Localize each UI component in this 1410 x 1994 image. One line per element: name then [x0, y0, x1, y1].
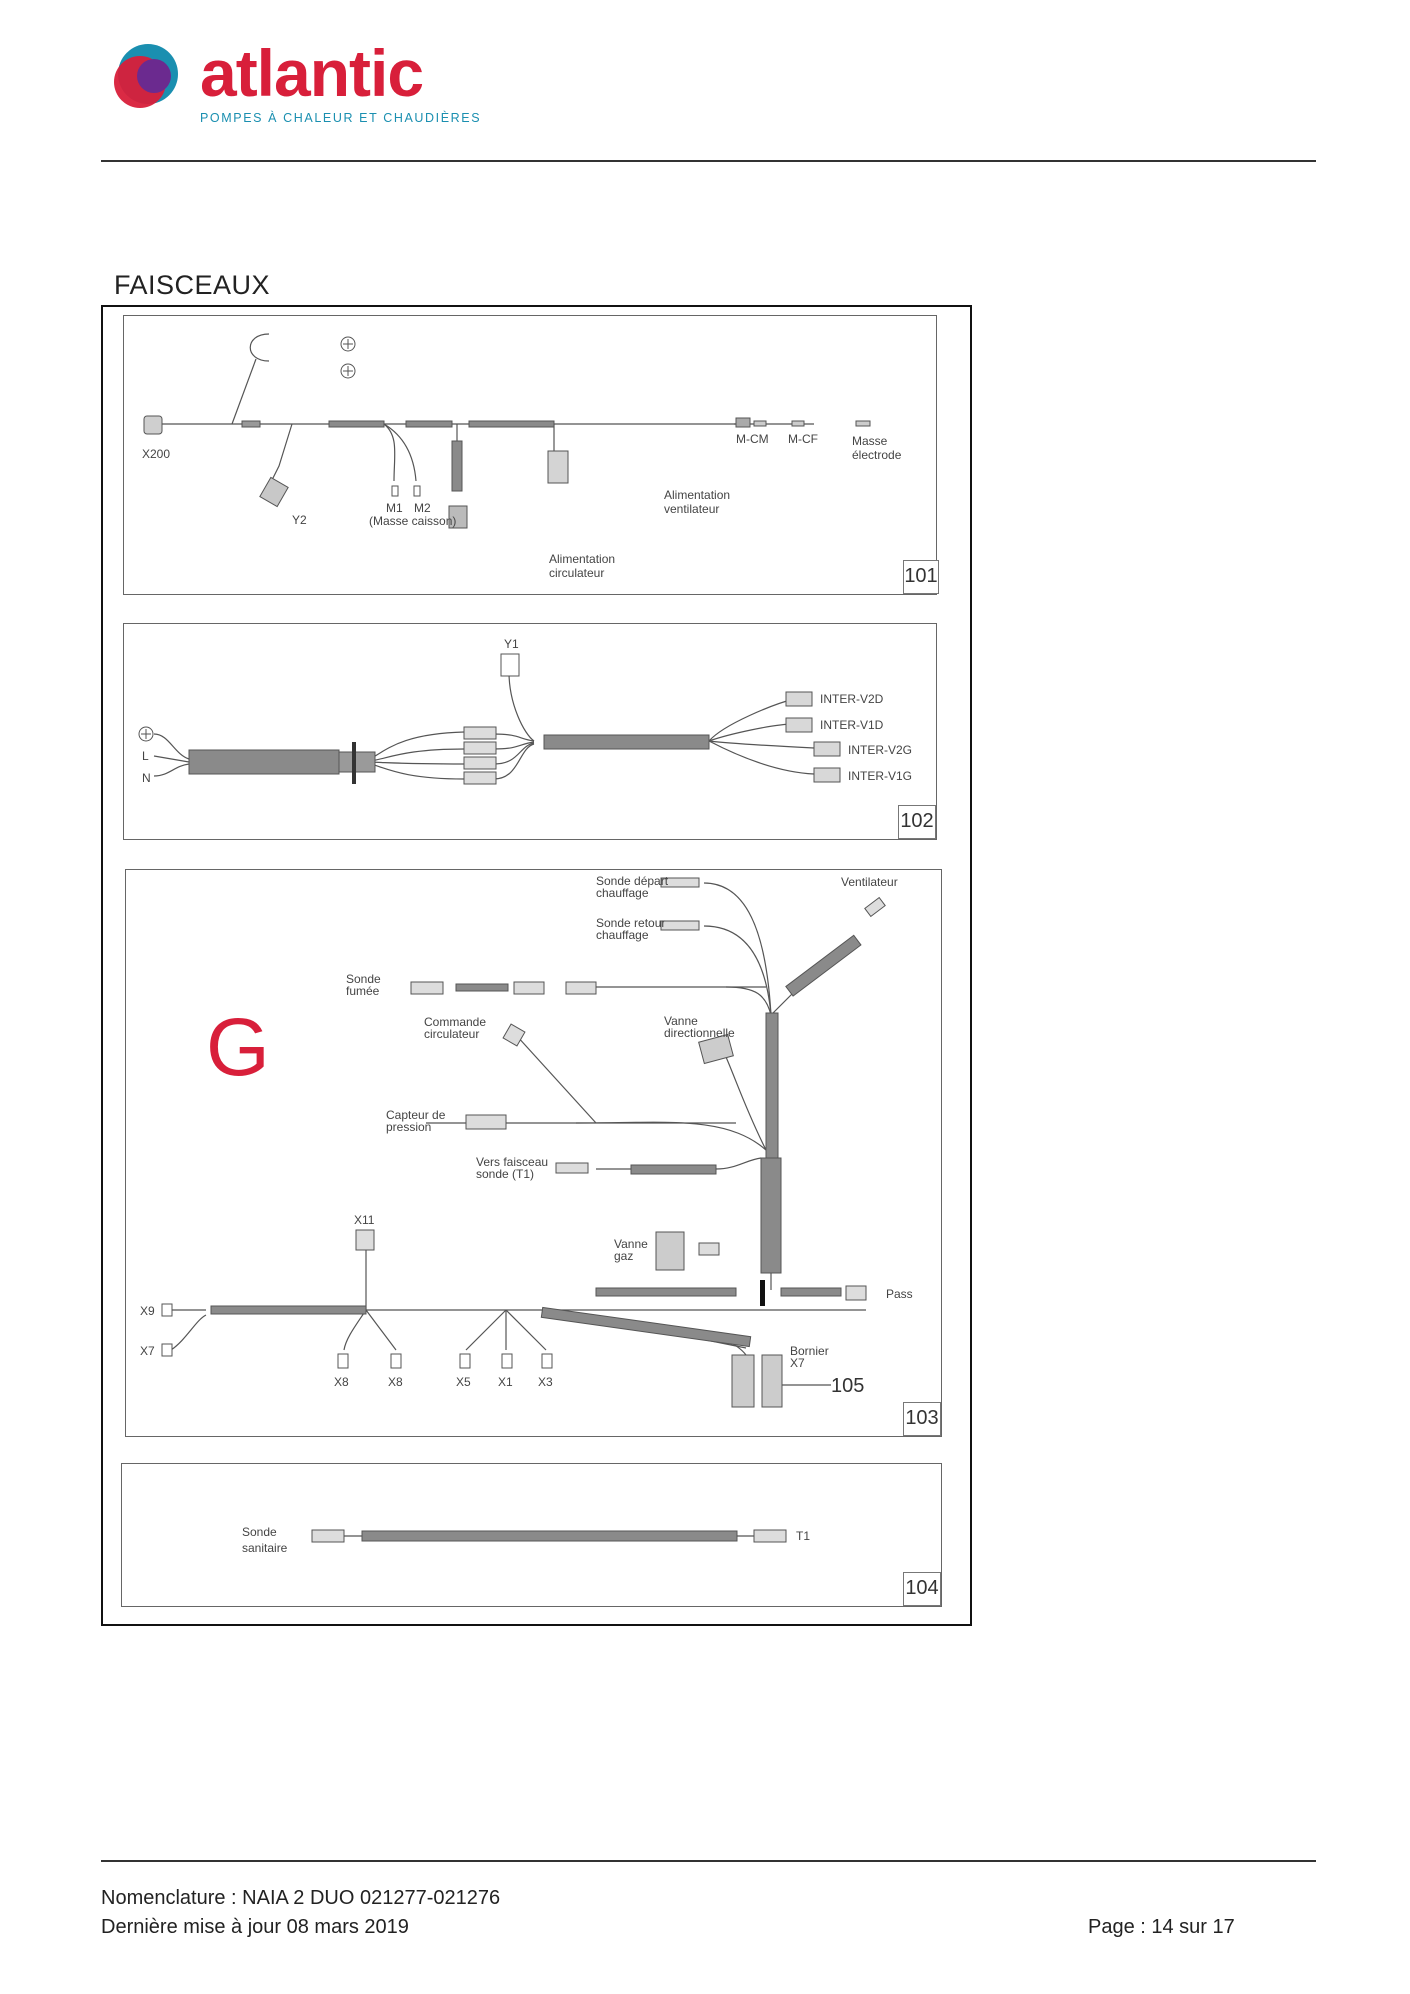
- label-sonde-retour-2: chauffage: [596, 928, 649, 942]
- ref-box-104: 104: [903, 1572, 941, 1606]
- harness-diagram-102: Y1 L N INTER-V2D INTER-V1D INTER-V2G INT…: [138, 637, 912, 785]
- ref-box-102: 102: [898, 805, 936, 839]
- logo-purple-circle: [137, 59, 171, 93]
- panel-103: G Sonde départ chauffage Sonde retour ch…: [125, 869, 942, 1437]
- label-alim-vent-1: Alimentation: [664, 488, 730, 502]
- label-n: N: [142, 771, 151, 785]
- ref-box-103: 103: [903, 1402, 941, 1436]
- label-vanne-dir-1: Vanne: [664, 1014, 698, 1028]
- footer-page-number: Page : 14 sur 17: [1088, 1916, 1235, 1938]
- label-mcm: M-CM: [736, 432, 769, 446]
- diagram-frame: [101, 305, 972, 1626]
- callout-105: 105: [831, 1375, 864, 1397]
- harness-diagram-101: X200 Y2 M1 M2 (Masse caisson) Alimentati…: [142, 333, 902, 580]
- label-alim-circ-1: Alimentation: [549, 552, 615, 566]
- label-y2: Y2: [292, 513, 307, 527]
- header-rule: [101, 160, 1316, 162]
- label-pass: Pass: [886, 1287, 913, 1301]
- label-capteur-1: Capteur de: [386, 1108, 446, 1122]
- label-sonde-fumee-1: Sonde: [346, 972, 381, 986]
- label-x8a: X8: [334, 1375, 349, 1389]
- footer-last-update: Dernière mise à jour 08 mars 2019: [101, 1916, 409, 1938]
- label-l: L: [142, 749, 149, 763]
- harness-diagram-104: Sonde sanitaire T1: [242, 1525, 810, 1555]
- footer-nomenclature: Nomenclature : NAIA 2 DUO 021277-021276: [101, 1887, 501, 1909]
- label-m2: M2: [414, 501, 431, 515]
- brand-name: atlantic: [200, 36, 424, 110]
- atlantic-logo: [114, 44, 178, 108]
- label-sonde-depart-1: Sonde départ: [596, 874, 669, 888]
- section-title: FAISCEAUX: [114, 270, 271, 300]
- label-alim-vent-2: ventilateur: [664, 502, 719, 516]
- label-x9: X9: [140, 1304, 155, 1318]
- label-bornier-1: Bornier: [790, 1344, 829, 1358]
- label-vers-faisceau-2: sonde (T1): [476, 1167, 534, 1181]
- label-commande-2: circulateur: [424, 1027, 479, 1041]
- label-inter-v2d: INTER-V2D: [820, 692, 884, 706]
- label-masse-1: Masse: [852, 434, 888, 448]
- label-vanne-dir-2: directionnelle: [664, 1026, 735, 1040]
- label-vers-faisceau-1: Vers faisceau: [476, 1155, 548, 1169]
- label-x200: X200: [142, 447, 170, 461]
- label-x11: X11: [354, 1213, 375, 1227]
- label-ventilateur: Ventilateur: [841, 875, 898, 889]
- label-m1: M1: [386, 501, 403, 515]
- label-vanne-gaz-2: gaz: [614, 1249, 633, 1263]
- label-x8b: X8: [388, 1375, 403, 1389]
- label-capteur-2: pression: [386, 1120, 431, 1134]
- label-masse-2: électrode: [852, 448, 902, 462]
- label-inter-v2g: INTER-V2G: [848, 743, 912, 757]
- label-vanne-gaz-1: Vanne: [614, 1237, 648, 1251]
- harness-diagram-103: G Sonde départ chauffage Sonde retour ch…: [140, 874, 913, 1408]
- label-masse-caisson: (Masse caisson): [369, 514, 456, 528]
- label-x3: X3: [538, 1375, 553, 1389]
- panel-104: Sonde sanitaire T1: [121, 1463, 942, 1607]
- label-commande-1: Commande: [424, 1015, 486, 1029]
- label-sonde-san-1: Sonde: [242, 1525, 277, 1539]
- label-x1: X1: [498, 1375, 513, 1389]
- label-inter-v1g: INTER-V1G: [848, 769, 912, 783]
- brand-tagline: POMPES À CHALEUR ET CHAUDIÈRES: [200, 111, 482, 125]
- label-alim-circ-2: circulateur: [549, 566, 604, 580]
- ref-box-101: 101: [903, 560, 939, 594]
- label-sonde-depart-2: chauffage: [596, 886, 649, 900]
- label-mcf: M-CF: [788, 432, 818, 446]
- label-t1: T1: [796, 1529, 810, 1543]
- panel-102: Y1 L N INTER-V2D INTER-V1D INTER-V2G INT…: [123, 623, 937, 840]
- label-x7: X7: [140, 1344, 155, 1358]
- label-sonde-fumee-2: fumée: [346, 984, 380, 998]
- footer-rule: [101, 1860, 1316, 1862]
- label-sonde-san-2: sanitaire: [242, 1541, 288, 1555]
- label-sonde-retour-1: Sonde retour: [596, 916, 665, 930]
- label-x5: X5: [456, 1375, 471, 1389]
- marker-g: G: [206, 1002, 270, 1093]
- label-inter-v1d: INTER-V1D: [820, 718, 884, 732]
- label-bornier-2: X7: [790, 1356, 805, 1370]
- label-y1: Y1: [504, 637, 519, 651]
- panel-101: X200 Y2 M1 M2 (Masse caisson) Alimentati…: [123, 315, 937, 595]
